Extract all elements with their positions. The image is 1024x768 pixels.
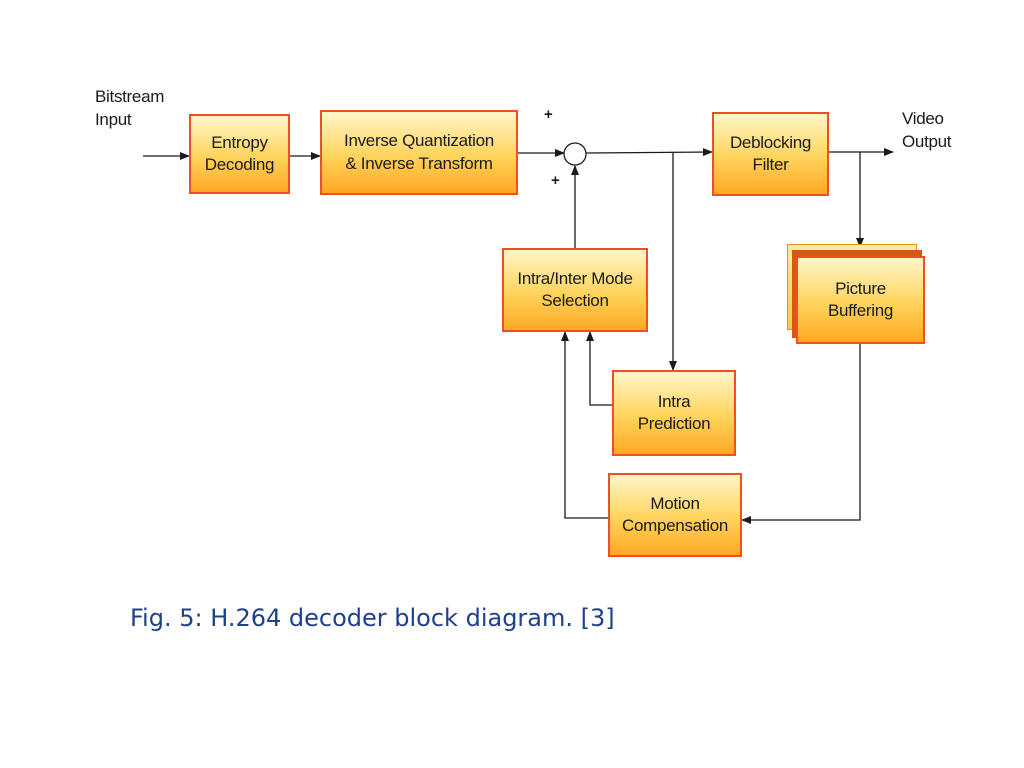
intra-line1: Intra (657, 391, 691, 411)
intra-line2: Prediction (637, 414, 711, 433)
deblocking-line1: Deblocking (729, 132, 812, 152)
arrow-motion-to-mode (561, 331, 608, 519)
bitstream-input-label: Bitstream Input (95, 86, 164, 132)
inverse-line1: Inverse Quantization (344, 131, 494, 151)
deblocking-line2: Filter (752, 155, 789, 174)
buffer-line2: Buffering (827, 301, 894, 320)
entropy-line1: Entropy (211, 132, 268, 152)
inverse-transform-block: Inverse Quantization & Inverse Transform (320, 110, 518, 195)
mode-line2: Selection (541, 291, 609, 310)
picture-buffering-block: Picture Buffering (796, 256, 925, 344)
mode-selection-block: Intra/Inter Mode Selection (502, 248, 648, 332)
motion-line2: Compensation (621, 516, 729, 535)
entropy-decoding-block: Entropy Decoding (189, 114, 290, 194)
entropy-line2: Decoding (204, 155, 275, 174)
arrow-adder-to-deblocking (585, 148, 713, 157)
deblocking-filter-block: Deblocking Filter (712, 112, 829, 196)
video-label-line2: Output (902, 131, 952, 151)
mode-line1: Intra/Inter Mode (517, 268, 633, 288)
inverse-line2: & Inverse Transform (345, 153, 493, 173)
intra-prediction-block: Intra Prediction (612, 370, 736, 456)
adder-sign-bottom: + (551, 172, 560, 189)
motion-line1: Motion (650, 493, 700, 513)
buffer-line1: Picture (835, 278, 886, 298)
adder-circle (563, 142, 587, 166)
video-output-label: Video Output (902, 108, 952, 154)
bitstream-label-line2: Input (95, 109, 132, 129)
figure-caption: Fig. 5: H.264 decoder block diagram. [3] (130, 604, 615, 632)
adder-sign-top: + (544, 106, 553, 123)
motion-compensation-block: Motion Compensation (608, 473, 742, 557)
bitstream-label-line1: Bitstream (95, 87, 165, 106)
arrow-intra-to-mode (586, 331, 612, 406)
video-label-line1: Video (902, 109, 944, 128)
arrow-buffer-to-motion (741, 344, 861, 524)
